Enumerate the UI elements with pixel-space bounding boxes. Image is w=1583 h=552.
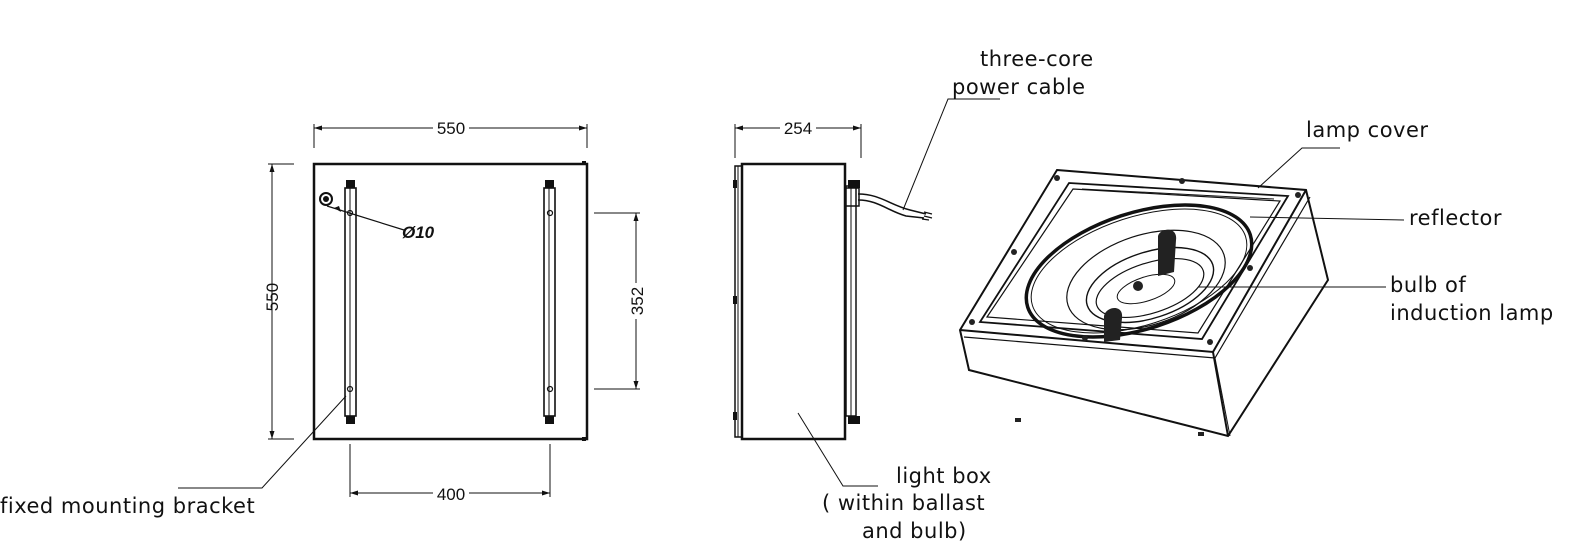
lamp-cover-label: lamp cover [1306,118,1429,142]
hole-diameter-label: Ø10 [402,223,435,242]
front-view: 550 550 352 400 [0,118,647,518]
bulb-of-label: bulb of [1390,273,1466,297]
light-box-label: light box [896,464,992,488]
side-depth-label: 254 [784,119,812,138]
fixed-mounting-bracket-right [543,180,556,424]
isometric-view: lamp cover reflector bulb of induction l… [958,118,1554,438]
mounting-hole [319,192,333,206]
fixed-mounting-bracket-label: fixed mounting bracket [0,494,255,518]
induction-lamp-label: induction lamp [1390,301,1554,325]
light-box-note-1: ( within ballast [822,491,985,515]
front-housing [312,162,589,441]
bracket-spacing-label: 400 [437,485,465,504]
front-width-label: 550 [437,119,465,138]
three-core-label: three-core [980,47,1094,71]
front-height-label: 550 [263,283,282,311]
reflector-label: reflector [1409,206,1502,230]
side-view: 254 three-core power cable light box ( w… [733,47,1094,543]
power-cable-label: power cable [952,75,1086,99]
dimension-front-height: 550 [263,163,294,440]
side-housing [740,162,847,441]
bracket-length-label: 352 [628,287,647,315]
dimension-side-depth: 254 [734,118,862,158]
dimension-bracket-spacing: 400 [349,444,551,504]
dimension-bracket-length: 352 [594,212,647,390]
dimension-front-width: 550 [313,118,588,148]
fixed-mounting-bracket-left [344,180,357,424]
light-box-note-2: and bulb) [862,519,967,543]
